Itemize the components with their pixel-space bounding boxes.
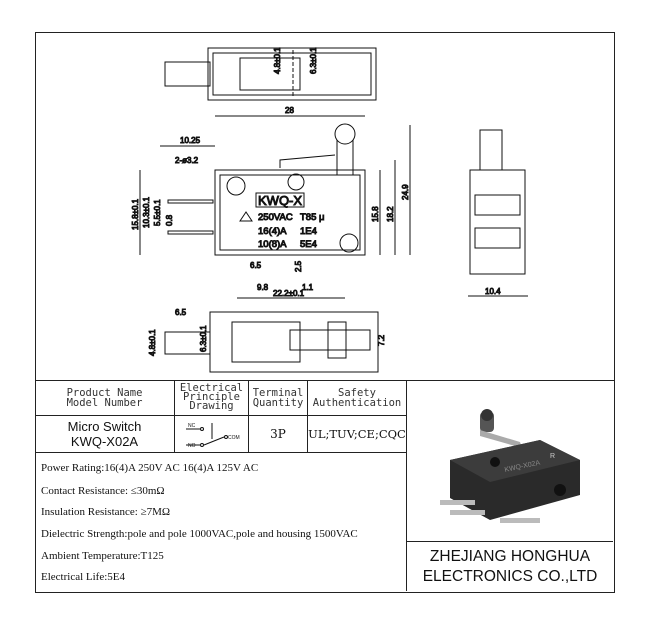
company-line-1: ZHEJIANG HONGHUA <box>429 548 591 565</box>
dim-top-4-8: 4.8±0.1 <box>273 47 282 74</box>
spec-contact-resistance: Contact Resistance: ≤30mΩ <box>41 485 165 497</box>
spec-insulation-resistance: Insulation Resistance: ≥7MΩ <box>41 506 171 518</box>
technical-drawing: 4.8±0.1 6.3±0.1 28 10.25 2-ø3.2 KWQ-X 25… <box>131 46 528 373</box>
top-view <box>164 47 377 101</box>
divider <box>407 541 613 542</box>
dim-bot-6-3: 6.3±0.1 <box>199 325 208 352</box>
header-safety: Safety Authentication <box>308 380 407 416</box>
rating-current-2: 10(8)A <box>258 239 287 250</box>
product-cell: Micro Switch KWQ-X02A <box>35 416 175 453</box>
label-box-text: KWQ-X <box>258 193 302 208</box>
rating-current-1: 16(4)A <box>258 226 287 237</box>
photo-mark: R <box>550 453 555 460</box>
header-product: Product Name Model Number <box>35 380 175 416</box>
product-name: Micro Switch <box>67 419 142 434</box>
dim-9-8: 9.8 <box>257 283 269 292</box>
schematic-no: NO <box>188 443 196 449</box>
model-number: KWQ-X02A <box>70 434 139 449</box>
dim-10-3: 10.3±0.1 <box>142 196 151 228</box>
company-name: ZHEJIANG HONGHUA ELECTRONICS CO.,LTD <box>407 542 613 591</box>
datasheet-frame <box>35 32 615 593</box>
spec-dielectric-strength: Dielectric Strength:pole and pole 1000VA… <box>41 528 358 540</box>
dim-22-2: 22.2±0.1 <box>273 289 305 298</box>
rating-life-2: 5E4 <box>300 239 317 250</box>
dim-bot-4-8: 4.8±0.1 <box>148 329 157 356</box>
dim-15-8: 15.8 <box>371 206 380 222</box>
rating-voltage: 250VAC <box>258 212 293 223</box>
side-view <box>468 129 528 297</box>
switch-schematic: NC NO COM <box>185 423 240 449</box>
dim-1-1: 1.1 <box>302 283 314 292</box>
dim-holes: 2-ø3.2 <box>175 156 199 165</box>
dim-0-8: 0.8 <box>165 214 174 226</box>
schematic-cell: NC NO COM <box>175 416 249 453</box>
table-top-border <box>35 380 614 381</box>
spec-electrical-life: Electrical Life:5E4 <box>41 571 125 583</box>
dim-15-8-tol: 15.8±0.1 <box>131 198 140 230</box>
dim-2-5: 2.5 <box>294 260 303 272</box>
schematic-com: COM <box>228 435 240 441</box>
spec-ambient-temperature: Ambient Temperature:T125 <box>41 550 164 562</box>
header-terminal: Terminal Quantity <box>249 380 308 416</box>
dim-28: 28 <box>285 106 294 115</box>
terminal-count: 3P <box>249 416 308 453</box>
dim-side-10-4: 10.4 <box>485 287 501 296</box>
dim-bot-6-5: 6.5 <box>175 308 187 317</box>
divider <box>406 380 407 591</box>
dim-bot-7-2: 7.2 <box>377 334 386 346</box>
product-photo: KWQ-X02A R <box>440 409 580 523</box>
dim-18-2: 18.2 <box>386 206 395 222</box>
dim-10-25: 10.25 <box>180 136 201 145</box>
company-line-2: ELECTRONICS CO.,LTD <box>422 568 598 585</box>
schematic-nc: NC <box>188 423 196 429</box>
header-electrical: Electrical Principle Drawing <box>175 380 249 416</box>
front-view <box>139 115 411 299</box>
safety-certs: UL;TUV;CE;CQC <box>308 416 407 453</box>
bottom-view <box>164 311 379 373</box>
dim-24-9: 24.9 <box>401 184 410 200</box>
rating-temp: T85 μ <box>300 212 324 223</box>
dim-top-6-3: 6.3±0.1 <box>309 47 318 74</box>
rating-life-1: 1E4 <box>300 226 317 237</box>
dim-6-5: 6.5 <box>250 261 262 270</box>
dim-5-5: 5.5±0.1 <box>153 199 162 226</box>
spec-power-rating: Power Rating:16(4)A 250V AC 16(4)A 125V … <box>41 462 259 474</box>
